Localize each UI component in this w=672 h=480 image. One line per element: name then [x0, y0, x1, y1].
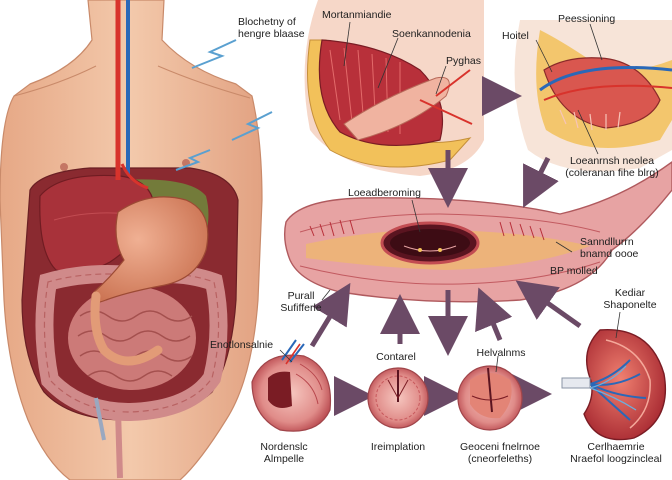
- label-pural: Purall Sufifferle: [280, 290, 321, 314]
- label-kidney: Kediar Shaponelte: [603, 287, 656, 311]
- label-growth-line2: (cneorfeleths): [467, 453, 533, 465]
- label-biochemistry-line2: hengre blaase: [238, 28, 305, 40]
- label-enteric: Enotlonsalnie: [210, 339, 274, 351]
- label-hotel: Hoitel: [502, 30, 529, 42]
- mucosa-closeup: [304, 0, 484, 176]
- label-serosa-line2: bnamd oooe: [580, 248, 639, 260]
- label-processing: Peessioning: [558, 13, 616, 25]
- label-cross-section-line2: (coleranan fihe blrg): [565, 167, 659, 179]
- human-torso: [0, 0, 273, 480]
- label-implantation: Ireimplation: [370, 441, 426, 453]
- label-helvetians: Helvalnms: [476, 347, 526, 359]
- longitudinal-section: [283, 161, 672, 303]
- kidney-section: [561, 311, 667, 441]
- section-growth: [457, 365, 523, 431]
- label-pylorus: Pyghas: [446, 55, 482, 67]
- processing-closeup: [514, 20, 672, 172]
- label-kidney-line1: Kediar: [614, 287, 646, 299]
- leader-lines: [279, 241, 573, 373]
- label-submucosa: Soenkannodenia: [392, 28, 471, 40]
- label-control: Contarel: [376, 351, 416, 363]
- label-biochemistry-line1: Blochetny of: [238, 16, 296, 28]
- label-cortical-line1: Cerlhaemrie: [587, 441, 645, 453]
- label-growth-line1: Geoceni fnelrnoe: [460, 441, 540, 453]
- label-nordic-line1: Nordenslc: [260, 441, 308, 453]
- label-pural-line1: Purall: [287, 290, 315, 302]
- label-cortical: Cerlhaemrie Nraefol loogzincleal: [570, 441, 662, 465]
- label-biochemistry: Blochetny of hengre blaase: [238, 16, 305, 40]
- label-growth: Geoceni fnelrnoe (cneorfeleths): [460, 441, 540, 465]
- label-mucosa: Mortanmiandie: [322, 9, 392, 21]
- flow-arrows: [309, 76, 582, 416]
- label-cross-section-line1: Loeanrnsh neolea: [569, 155, 655, 167]
- label-serosa: Sanndllurrn bnamd oooe: [580, 236, 638, 260]
- label-kidney-line2: Shaponelte: [603, 299, 657, 311]
- label-nordic: Nordenslc Almpelle: [260, 441, 307, 465]
- label-pural-line2: Sufifferle: [280, 302, 322, 314]
- label-cortical-line2: Nraefol loogzincleal: [570, 453, 662, 465]
- label-bp-method: BP molled: [550, 265, 598, 277]
- section-implantation: [367, 367, 429, 429]
- section-nordic: [251, 339, 332, 432]
- label-longitudinal: Loeadberoming: [348, 187, 421, 199]
- label-nordic-line2: Almpelle: [263, 453, 305, 465]
- label-serosa-line1: Sanndllurrn: [580, 236, 634, 248]
- label-cross-section: Loeanrnsh neolea (coleranan fihe blrg): [565, 155, 658, 179]
